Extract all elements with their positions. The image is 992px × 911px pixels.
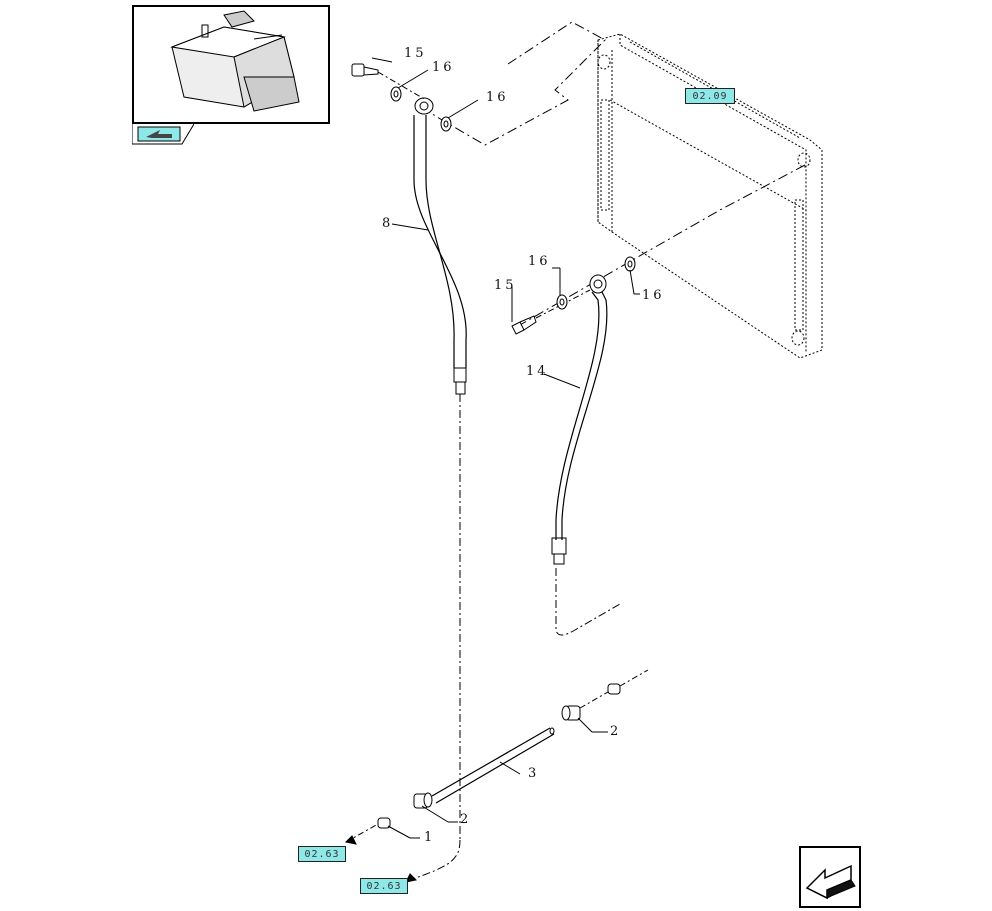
machine-location-icon xyxy=(170,10,300,112)
callout-14: 14 xyxy=(526,364,549,379)
ref-tag-radiator[interactable]: 02.09 xyxy=(685,88,735,104)
hose-14 xyxy=(551,274,621,636)
washer-16-d xyxy=(624,256,636,272)
callout-15-top: 15 xyxy=(404,46,427,61)
callout-16-d: 16 xyxy=(642,288,665,303)
next-page-button[interactable] xyxy=(799,846,861,908)
hose-8 xyxy=(409,97,467,881)
callout-2-lower: 2 xyxy=(460,812,472,827)
ref-tag-cooler-lower[interactable]: 02.63 xyxy=(360,878,408,894)
washer-16-a xyxy=(390,86,402,102)
nut-2-upper xyxy=(561,705,581,721)
washer-16-c xyxy=(556,294,568,310)
nut-2-lower xyxy=(413,792,433,809)
callout-16-b: 16 xyxy=(486,90,509,105)
bolt-15-top xyxy=(351,63,427,101)
connection-line-mid xyxy=(519,164,806,326)
arrow-to-ref-upper xyxy=(344,835,357,845)
callout-16-a: 16 xyxy=(432,60,455,75)
previous-page-tab[interactable] xyxy=(131,123,195,146)
ref-tag-cooler-upper[interactable]: 02.63 xyxy=(298,846,346,862)
callout-3: 3 xyxy=(528,766,540,781)
arrow-to-ref-lower xyxy=(405,873,418,883)
pipe-3 xyxy=(431,727,555,804)
callout-1: 1 xyxy=(424,830,436,845)
washer-16-b xyxy=(440,116,452,132)
next-page-arrow-icon xyxy=(805,864,856,900)
callout-8: 8 xyxy=(382,216,394,231)
bolt-15-mid xyxy=(511,289,591,335)
callout-15-mid: 15 xyxy=(494,278,517,293)
fitting-1 xyxy=(345,817,391,843)
radiator xyxy=(597,33,823,359)
callout-16-c: 16 xyxy=(528,254,551,269)
previous-page-arrow-icon xyxy=(131,123,195,145)
fitting-top-right xyxy=(579,669,649,709)
connection-line-top xyxy=(425,21,606,146)
callout-2-upper: 2 xyxy=(610,724,622,739)
location-thumbnail xyxy=(132,5,330,124)
